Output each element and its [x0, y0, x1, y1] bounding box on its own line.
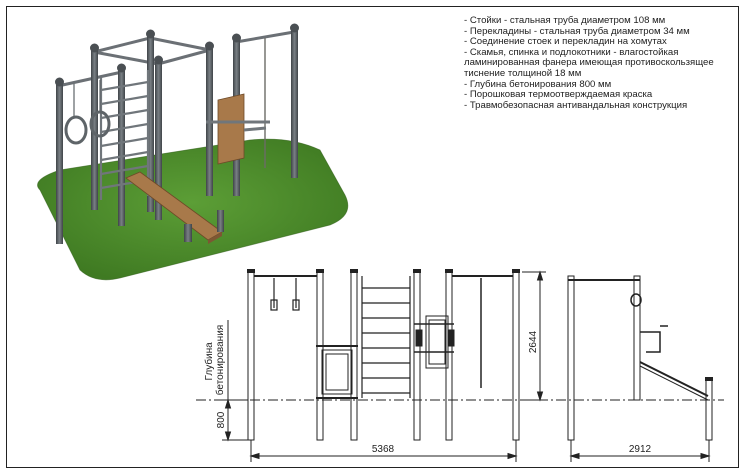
spec-item: - Скамья, спинка и подлокотники - влагос…: [464, 46, 714, 79]
grass-base: [37, 139, 348, 280]
dim-height: [522, 270, 546, 402]
rings: [64, 80, 111, 145]
drawing-frame: [6, 6, 739, 468]
front-bench: [316, 345, 358, 399]
dim-front-width: [249, 440, 518, 462]
spec-item: - Порошковая термоотверждаемая краска: [464, 89, 653, 101]
front-backrest: [414, 315, 455, 369]
ladder: [99, 70, 150, 200]
depth-caption-line-1: Глубина: [203, 342, 215, 381]
depth-caption-line-2: бетонирования: [214, 325, 226, 395]
dim-side-width: [569, 440, 711, 462]
dim-side-width-label: 2912: [629, 444, 652, 455]
spec-item: - Перекладины - стальная труба диаметром…: [464, 25, 690, 37]
depth-caption: Глубина бетонирования: [203, 325, 226, 395]
dim-front-width-label: 5368: [372, 444, 395, 455]
dim-depth-label: 800: [216, 411, 227, 428]
backrest: [206, 93, 270, 165]
spec-item: - Глубина бетонирования 800 мм: [464, 78, 612, 90]
spec-list: - Стойки - стальная труба диаметром 108 …: [464, 15, 736, 111]
front-ladder: [361, 276, 411, 398]
front-posts: [247, 271, 713, 441]
spec-item: - Соединение стоек и перекладин на хомут…: [464, 36, 667, 48]
dim-depth: [222, 320, 248, 442]
sloped-bench: [125, 171, 224, 244]
spec-item: - Стойки - стальная труба диаметром 108 …: [464, 15, 666, 26]
dim-height-label: 2644: [528, 330, 539, 353]
spec-item: - Травмобезопасная антивандальная констр…: [464, 99, 688, 111]
